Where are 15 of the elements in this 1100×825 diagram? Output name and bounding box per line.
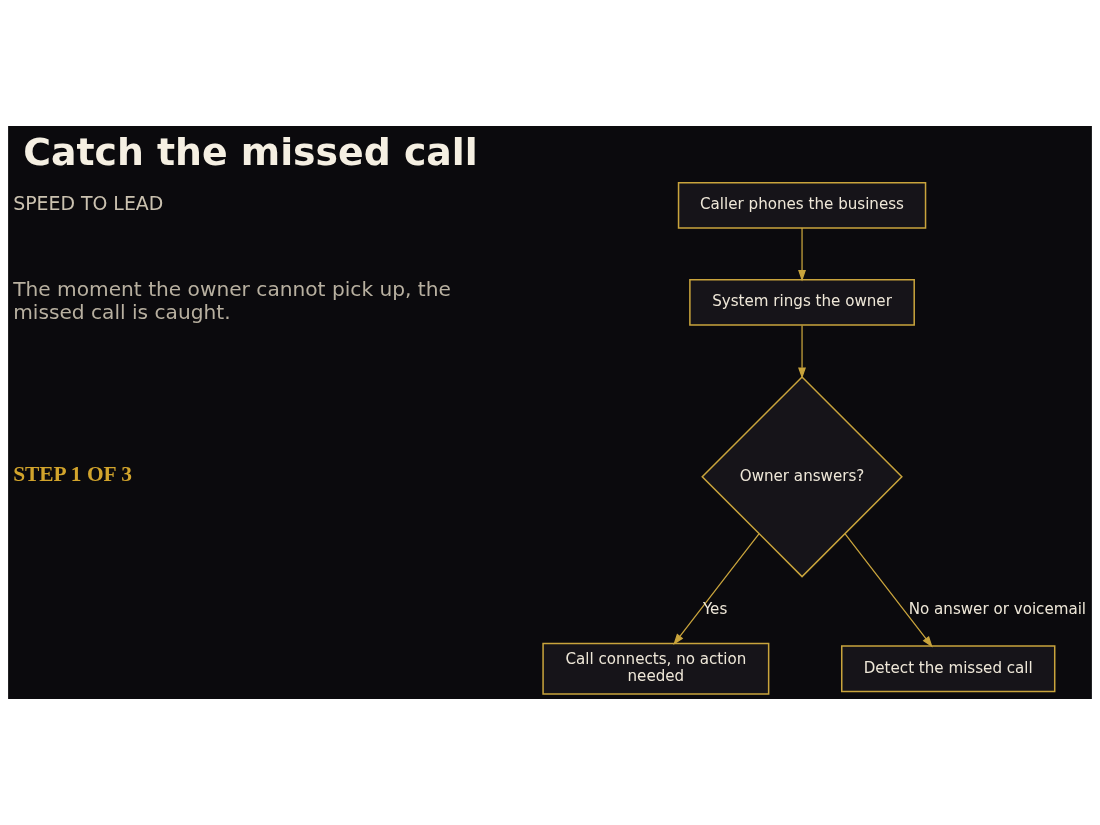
label: STEP 1 OF 3 [13, 462, 132, 487]
label: The moment the owner cannot pick up, the missed call is caught. [13, 276, 451, 324]
arrow [673, 533, 760, 645]
node-box: Caller phones the business [677, 181, 927, 229]
label: SPEED TO LEAD [13, 192, 164, 215]
node-box: Call connects, no action needed [542, 642, 770, 695]
node-diamond: Owner answers? [701, 375, 903, 578]
edge-label: No answer or voicemail [908, 600, 1087, 619]
arrow [798, 324, 806, 379]
node-box: System rings the owner [689, 279, 915, 326]
edge-label: Yes [702, 600, 728, 619]
node-box: Detect the missed call [841, 645, 1056, 693]
diagram-title: Catch the missed call [23, 130, 478, 175]
arrow [798, 227, 806, 282]
arrow [844, 533, 933, 648]
